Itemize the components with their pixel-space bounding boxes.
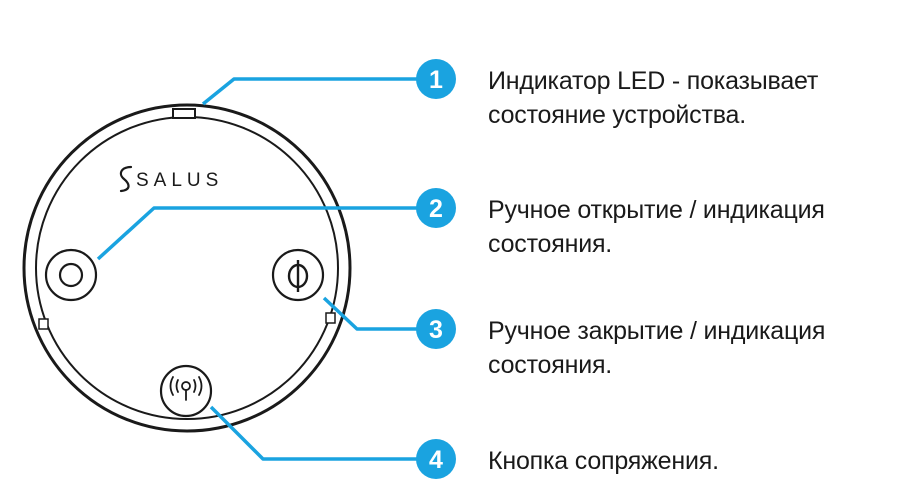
leader-line-4 bbox=[209, 405, 420, 461]
led-indicator bbox=[172, 108, 196, 119]
badge-2-number: 2 bbox=[429, 195, 443, 223]
left-notch bbox=[38, 318, 49, 330]
callout-2-label: Ручное открытие / индикация состояния. bbox=[488, 193, 888, 261]
badge-1: 1 bbox=[416, 59, 456, 99]
leader-line-3 bbox=[322, 296, 420, 331]
callout-4-line-1: Кнопка сопряжения. bbox=[488, 447, 719, 475]
pairing-button[interactable] bbox=[159, 364, 213, 418]
callout-1-line-2: состояние устройства. bbox=[488, 101, 746, 129]
callout-1-label: Индикатор LED - показывает состояние уст… bbox=[488, 64, 888, 132]
callout-3-line-1: Ручное закрытие / индикация bbox=[488, 317, 826, 345]
open-button-ring bbox=[44, 248, 98, 302]
callout-2-line-1: Ручное открытие / индикация bbox=[488, 196, 825, 224]
leader-line-2 bbox=[96, 206, 420, 261]
device-outer-ring bbox=[22, 103, 352, 433]
open-button[interactable] bbox=[44, 248, 98, 302]
callout-3-line-2: состояния. bbox=[488, 351, 613, 379]
open-circle-icon bbox=[58, 262, 84, 288]
callout-4-label: Кнопка сопряжения. bbox=[488, 444, 888, 478]
callout-2-line-2: состояния. bbox=[488, 230, 613, 258]
right-notch bbox=[325, 312, 336, 324]
badge-1-number: 1 bbox=[429, 66, 443, 94]
badge-3-number: 3 bbox=[429, 316, 443, 344]
leader-line-1 bbox=[201, 77, 420, 106]
badge-4-number: 4 bbox=[429, 446, 443, 474]
leader-lines bbox=[96, 77, 420, 461]
badge-3: 3 bbox=[416, 309, 456, 349]
salus-logo: SALUS bbox=[119, 165, 223, 193]
salus-swirl-icon bbox=[119, 165, 133, 193]
callout-1-line-1: Индикатор LED - показывает bbox=[488, 67, 819, 95]
close-button[interactable] bbox=[271, 248, 325, 302]
callout-3-label: Ручное закрытие / индикация состояния. bbox=[488, 314, 888, 382]
wireless-icon bbox=[169, 376, 203, 401]
badge-4: 4 bbox=[416, 439, 456, 479]
badge-2: 2 bbox=[416, 188, 456, 228]
device: SALUS bbox=[22, 103, 352, 433]
salus-brand-text: SALUS bbox=[136, 170, 223, 191]
